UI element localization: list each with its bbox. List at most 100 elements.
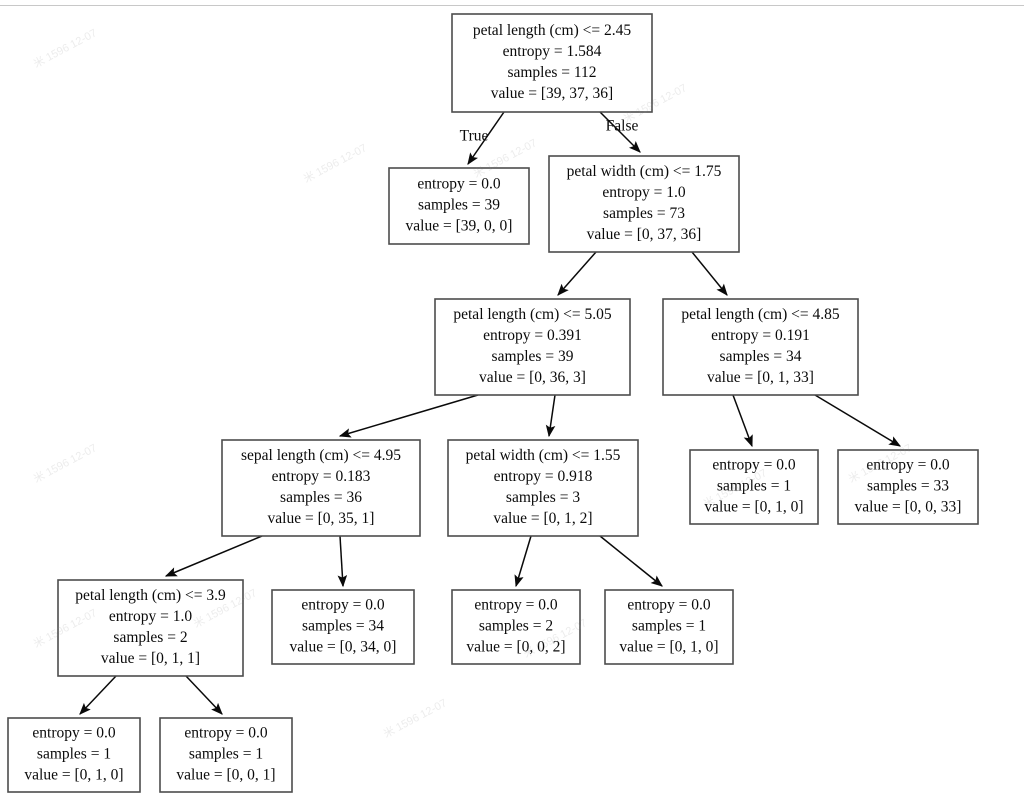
node-text-line: samples = 2 (113, 629, 187, 646)
tree-split-node[interactable]: petal length (cm) <= 2.45 entropy = 1.584… (451, 13, 653, 113)
node-text-line: samples = 39 (418, 197, 500, 214)
node-text-line: value = [0, 0, 33] (855, 499, 962, 516)
tree-leaf-node[interactable]: entropy = 0.0 samples = 1 value = [0, 1, 0… (689, 449, 819, 525)
tree-edge-n6-n12 (599, 535, 663, 587)
node-text-line: samples = 34 (720, 348, 802, 365)
node-text-line: samples = 39 (492, 348, 574, 365)
node-box (662, 298, 859, 396)
node-box (271, 589, 415, 665)
tree-split-node[interactable]: sepal length (cm) <= 4.95 entropy = 0.183… (221, 439, 421, 537)
top-divider (0, 5, 1024, 6)
tree-edge-n3-n6 (545, 394, 556, 438)
node-text-line: value = [0, 1, 0] (619, 639, 718, 656)
node-text-line: entropy = 0.0 (417, 176, 500, 193)
node-box (604, 589, 734, 665)
node-text-line: entropy = 0.0 (627, 597, 710, 614)
node-text-line: value = [0, 1, 0] (24, 767, 123, 784)
node-text-line: value = [0, 34, 0] (290, 639, 397, 656)
node-text-line: entropy = 0.183 (272, 468, 371, 485)
node-text-line: samples = 33 (867, 478, 949, 495)
node-text-line: value = [0, 0, 2] (466, 639, 565, 656)
tree-leaf-node[interactable]: entropy = 0.0 samples = 39 value = [39, 0,… (388, 167, 530, 245)
node-text-line: samples = 2 (479, 618, 553, 635)
tree-edge-n2-n4 (691, 251, 728, 296)
node-box (221, 439, 421, 537)
tree-split-node[interactable]: petal length (cm) <= 4.85 entropy = 0.191… (662, 298, 859, 396)
node-text-line: value = [0, 1, 2] (493, 510, 592, 527)
tree-edge-n2-n3 (557, 251, 597, 296)
node-text-line: value = [0, 0, 1] (176, 767, 275, 784)
node-text-line: samples = 34 (302, 618, 384, 635)
node-text-line: petal length (cm) <= 5.05 (453, 306, 611, 323)
node-text-line: petal length (cm) <= 2.45 (473, 22, 631, 39)
node-box (689, 449, 819, 525)
node-text-line: entropy = 0.0 (301, 597, 384, 614)
tree-edge-n5-n10 (337, 535, 348, 588)
node-text-line: entropy = 0.0 (866, 457, 949, 474)
node-text-line: petal width (cm) <= 1.75 (567, 163, 722, 180)
node-box (447, 439, 639, 537)
node-text-line: value = [0, 35, 1] (268, 510, 375, 527)
tree-leaf-node[interactable]: entropy = 0.0 samples = 2 value = [0, 0, 2… (451, 589, 581, 665)
node-text-line: entropy = 0.191 (711, 327, 810, 344)
nodes-layer: petal length (cm) <= 2.45 entropy = 1.584… (7, 13, 979, 793)
tree-edge-n4-n7 (732, 394, 753, 448)
node-text-line: entropy = 1.0 (602, 184, 685, 201)
node-text-line: samples = 1 (717, 478, 791, 495)
node-text-line: samples = 1 (37, 746, 111, 763)
tree-split-node[interactable]: petal width (cm) <= 1.75 entropy = 1.0 sam… (548, 155, 740, 253)
node-box (7, 717, 141, 793)
node-box (548, 155, 740, 253)
tree-edge-n4-n8 (814, 394, 902, 447)
node-text-line: value = [0, 1, 0] (704, 499, 803, 516)
tree-edge-n0-n1 (467, 111, 505, 165)
node-text-line: petal width (cm) <= 1.55 (466, 447, 621, 464)
node-text-line: samples = 1 (632, 618, 706, 635)
node-text-line: entropy = 1.584 (503, 43, 602, 60)
node-text-line: samples = 1 (189, 746, 263, 763)
tree-leaf-node[interactable]: entropy = 0.0 samples = 1 value = [0, 1, 0… (604, 589, 734, 665)
node-box (159, 717, 293, 793)
node-text-line: value = [39, 0, 0] (406, 218, 513, 235)
node-box (451, 13, 653, 113)
node-text-line: entropy = 1.0 (109, 608, 192, 625)
node-text-line: entropy = 0.391 (483, 327, 582, 344)
node-text-line: value = [0, 1, 1] (101, 650, 200, 667)
tree-leaf-node[interactable]: entropy = 0.0 samples = 33 value = [0, 0, … (837, 449, 979, 525)
tree-edge-n9-n13 (79, 675, 117, 715)
node-text-line: petal length (cm) <= 3.9 (75, 587, 226, 604)
tree-leaf-node[interactable]: entropy = 0.0 samples = 34 value = [0, 34,… (271, 589, 415, 665)
node-text-line: value = [0, 1, 33] (707, 369, 814, 386)
node-text-line: entropy = 0.0 (474, 597, 557, 614)
node-box (57, 579, 244, 677)
node-text-line: entropy = 0.918 (494, 468, 593, 485)
node-box (388, 167, 530, 245)
node-text-line: value = [39, 37, 36] (491, 85, 613, 102)
node-text-line: samples = 73 (603, 205, 685, 222)
node-text-line: petal length (cm) <= 4.85 (681, 306, 839, 323)
node-text-line: value = [0, 37, 36] (587, 226, 702, 243)
tree-edge-n9-n14 (185, 675, 223, 715)
tree-split-node[interactable]: petal length (cm) <= 3.9 entropy = 1.0 sam… (57, 579, 244, 677)
edge-label-false: False (606, 118, 639, 135)
tree-edge-n0-n2 (599, 111, 641, 153)
node-box (837, 449, 979, 525)
edge-labels-layer: True False (460, 118, 639, 145)
node-text-line: samples = 112 (507, 64, 596, 81)
edges-layer (79, 111, 902, 715)
edge-label-true: True (460, 128, 489, 145)
tree-edge-n5-n9 (164, 535, 263, 577)
node-box (434, 298, 631, 396)
tree-edge-n6-n11 (514, 535, 532, 588)
node-text-line: entropy = 0.0 (712, 457, 795, 474)
node-text-line: sepal length (cm) <= 4.95 (241, 447, 401, 464)
node-box (451, 589, 581, 665)
tree-leaf-node[interactable]: entropy = 0.0 samples = 1 value = [0, 1, 0… (7, 717, 141, 793)
node-text-line: samples = 36 (280, 489, 362, 506)
node-text-line: entropy = 0.0 (32, 725, 115, 742)
tree-split-node[interactable]: petal length (cm) <= 5.05 entropy = 0.391… (434, 298, 631, 396)
